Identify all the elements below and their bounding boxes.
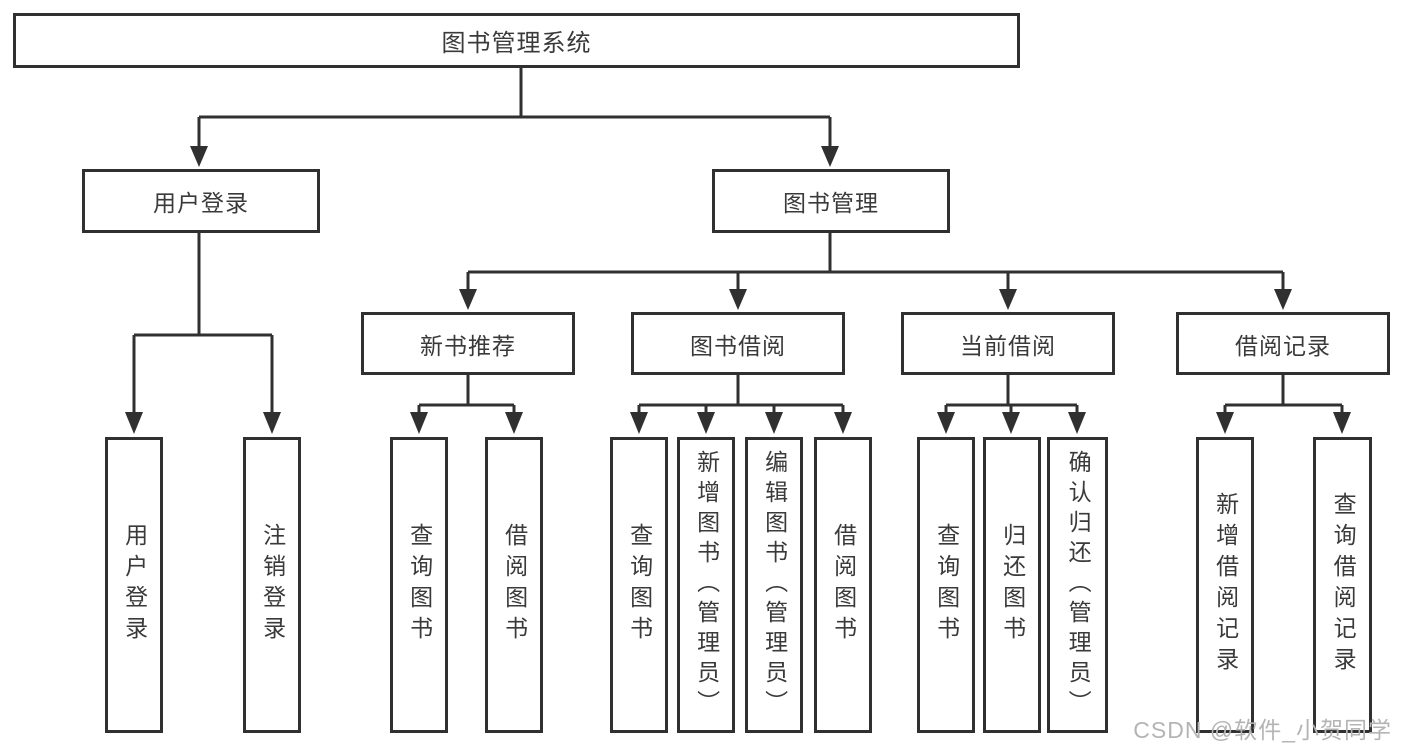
leaf-query-borrow-record: 查询借阅记录 [1313, 437, 1372, 733]
leaf-logout-login-label: 注销登录 [259, 523, 286, 647]
leaf-edit-books-admin-label: 编辑图书（管理员） [761, 450, 788, 720]
connector-borrowing-records [1223, 375, 1344, 414]
node-borrowing-records-label: 借阅记录 [1235, 332, 1331, 359]
leaf-user-login-label: 用户登录 [121, 523, 148, 647]
leaf-query-books-recommend-label: 查询图书 [406, 523, 433, 647]
leaf-add-borrow-record-label: 新增借阅记录 [1212, 492, 1239, 678]
leaf-user-login: 用户登录 [105, 437, 163, 733]
connector-book-borrowing [637, 375, 845, 414]
leaf-borrow-books-recommend-label: 借阅图书 [501, 523, 528, 647]
connector-book-management [466, 233, 1285, 291]
node-library-management-system: 图书管理系统 [13, 13, 1020, 68]
leaf-query-books-current-label: 查询图书 [933, 523, 960, 647]
node-current-borrowing: 当前借阅 [901, 312, 1115, 375]
leaf-edit-books-admin: 编辑图书（管理员） [745, 437, 803, 733]
watermark: CSDN @软件_小贺同学 [1133, 717, 1392, 743]
node-user-login: 用户登录 [82, 169, 320, 233]
leaf-add-borrow-record: 新增借阅记录 [1196, 437, 1254, 733]
connector-user-login [132, 233, 274, 414]
connector-root [197, 68, 832, 148]
arrowheads-level2 [459, 289, 1292, 310]
node-borrowing-records: 借阅记录 [1176, 312, 1390, 375]
leaf-query-books-current: 查询图书 [917, 437, 975, 733]
leaf-query-books-borrowing: 查询图书 [610, 437, 668, 733]
leaf-query-books-borrowing-label: 查询图书 [626, 523, 653, 647]
leaf-borrow-books-recommend: 借阅图书 [485, 437, 543, 733]
node-user-login-label: 用户登录 [153, 190, 249, 216]
node-book-management: 图书管理 [712, 169, 950, 233]
node-current-borrowing-label: 当前借阅 [960, 332, 1056, 359]
arrowheads-user-login [125, 412, 281, 434]
connector-new-book-recommendation [417, 375, 516, 414]
node-new-book-recommendation-label: 新书推荐 [420, 332, 516, 359]
connector-current-borrowing [944, 375, 1079, 414]
leaf-borrow-books-borrowing-label: 借阅图书 [830, 523, 857, 647]
leaf-borrow-books-borrowing: 借阅图书 [814, 437, 872, 733]
node-book-borrowing: 图书借阅 [631, 312, 845, 375]
leaf-query-books-recommend: 查询图书 [390, 437, 448, 733]
leaf-confirm-return-admin: 确认归还（管理员） [1047, 437, 1108, 733]
leaf-logout-login: 注销登录 [243, 437, 301, 733]
arrowheads-root [190, 146, 839, 167]
leaf-return-books-label: 归还图书 [999, 523, 1026, 647]
node-book-management-label: 图书管理 [783, 190, 879, 216]
node-library-management-system-label: 图书管理系统 [441, 30, 592, 57]
leaf-return-books: 归还图书 [983, 437, 1041, 733]
node-new-book-recommendation: 新书推荐 [361, 312, 575, 375]
leaf-add-books-admin: 新增图书（管理员） [677, 437, 735, 733]
arrowheads-level3 [410, 412, 1351, 434]
leaf-query-borrow-record-label: 查询借阅记录 [1330, 492, 1357, 678]
node-book-borrowing-label: 图书借阅 [690, 332, 786, 359]
leaf-confirm-return-admin-label: 确认归还（管理员） [1065, 450, 1092, 720]
leaf-add-books-admin-label: 新增图书（管理员） [693, 450, 720, 720]
